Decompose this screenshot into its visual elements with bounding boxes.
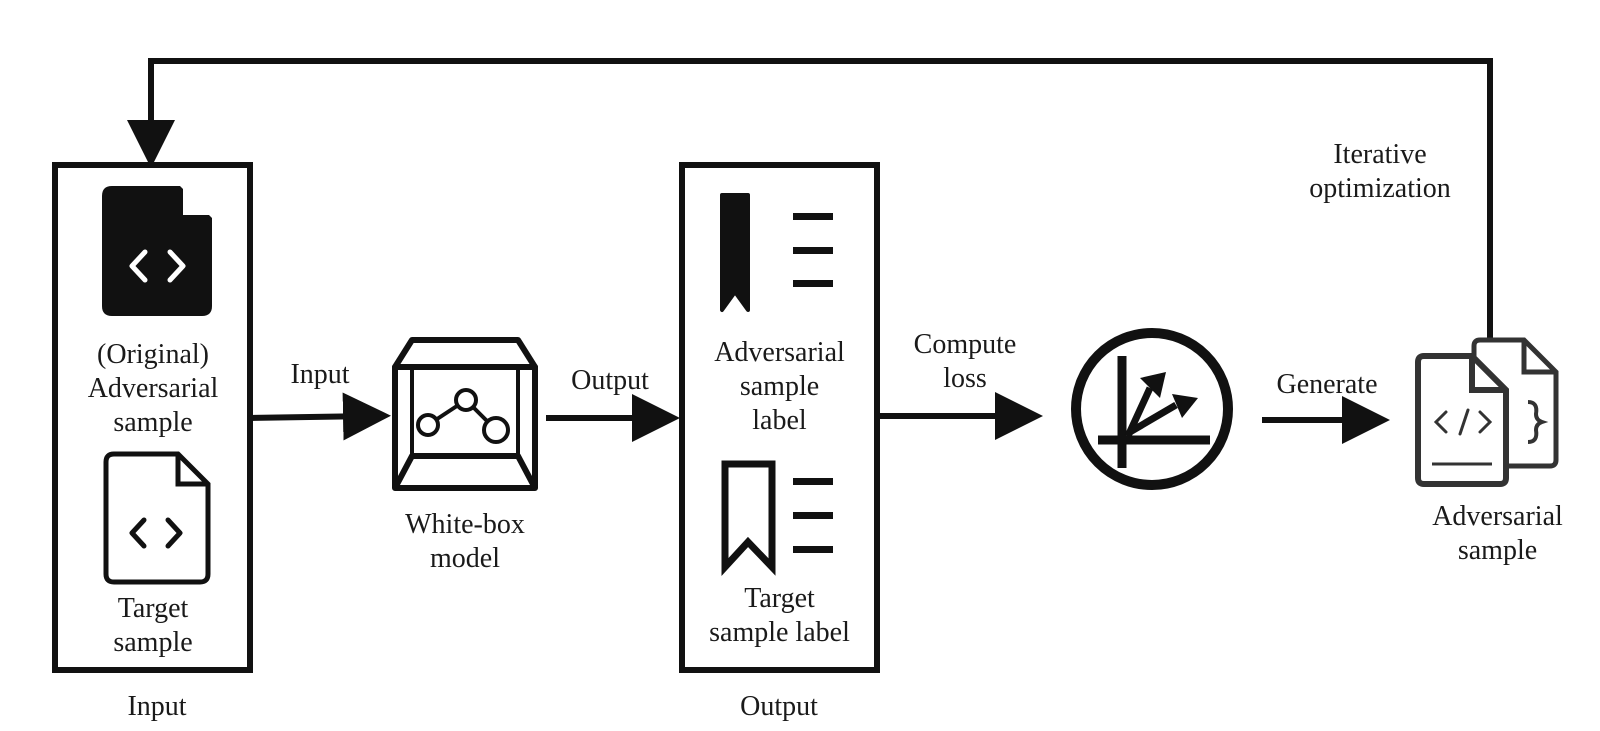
target-sample-code-file-icon (103, 451, 211, 585)
output-box (679, 162, 880, 673)
input-arrow (249, 392, 391, 441)
output-edge-label: Output (571, 365, 649, 396)
target-label-bookmark-icon (721, 460, 833, 576)
white-box-icon (392, 337, 538, 491)
adversarial-sample-output-label: Adversarial sample (1432, 501, 1563, 566)
loss-gradient-icon (1071, 328, 1233, 490)
target-sample-label-text: Target sample label (709, 583, 850, 648)
adversarial-code-files-icon (1415, 337, 1559, 487)
input-caption: Input (127, 691, 187, 722)
adversarial-label-bookmark-icon (720, 193, 833, 312)
input-edge-label: Input (290, 359, 350, 390)
generate-label: Generate (1276, 369, 1378, 400)
target-sample-label: Target sample (113, 593, 193, 658)
compute-loss-label: Compute loss (913, 329, 1017, 394)
output-caption: Output (740, 691, 818, 722)
white-box-model-label: White-box model (405, 509, 525, 574)
iterative-optimization-label: Iterative optimization (1309, 139, 1451, 204)
original-sample-label: (Original) Adversarial sample (87, 339, 219, 438)
adversarial-sample-label-text: Adversarial sample label (714, 337, 845, 436)
original-sample-code-file-icon (102, 186, 212, 316)
iterative-feedback-arrow (127, 58, 1493, 338)
